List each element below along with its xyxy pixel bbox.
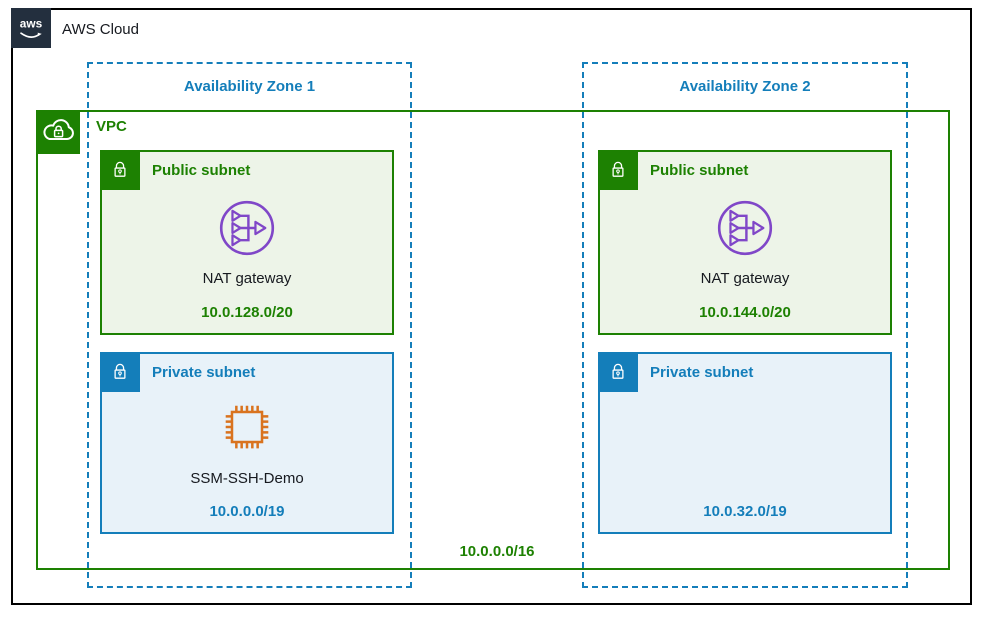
public-subnet-az2: Public subnet NAT gateway 10.0.144.0/20 xyxy=(598,150,892,335)
subnet-cidr: 10.0.0.0/19 xyxy=(209,503,285,520)
cloud-lock-icon xyxy=(43,119,74,140)
availability-zone-1: Availability Zone 1 xyxy=(87,62,412,588)
subnet-label: Public subnet xyxy=(152,162,251,179)
public-subnet-lock-icon xyxy=(100,150,140,190)
public-subnet-lock-icon xyxy=(598,150,638,190)
subnet-cidr: 10.0.144.0/20 xyxy=(699,304,791,321)
aws-logo-icon: aws xyxy=(20,17,43,38)
vpc-label: VPC xyxy=(96,118,127,135)
nat-gateway-az2: NAT gateway xyxy=(600,198,890,287)
nat-gateway-label: NAT gateway xyxy=(202,270,292,287)
subnet-label: Public subnet xyxy=(650,162,749,179)
svg-text:aws: aws xyxy=(20,17,43,31)
vpc-boundary xyxy=(36,110,950,570)
vpc-cidr: 10.0.0.0/16 xyxy=(459,543,535,560)
ec2-instance-label: SSM-SSH-Demo xyxy=(190,470,304,487)
public-subnet-az1: Public subnet NAT gateway 10.0.128.0/20 xyxy=(100,150,394,335)
nat-gateway-label: NAT gateway xyxy=(700,270,790,287)
ec2-instance: SSM-SSH-Demo xyxy=(102,396,392,487)
availability-zone-2: Availability Zone 2 xyxy=(582,62,908,588)
private-subnet-lock-icon xyxy=(598,352,638,392)
private-subnet-az1: Private subnet SSM-SSH-Demo 10.0.0.0/19 xyxy=(100,352,394,534)
private-subnet-lock-icon xyxy=(100,352,140,392)
private-subnet-az2: Private subnet 10.0.32.0/19 xyxy=(598,352,892,534)
aws-cloud-title: AWS Cloud xyxy=(62,21,139,38)
vpc-icon xyxy=(36,110,80,154)
nat-gateway-icon xyxy=(219,200,275,256)
subnet-cidr: 10.0.32.0/19 xyxy=(703,503,787,520)
aws-logo: aws xyxy=(11,8,51,48)
nat-gateway-icon xyxy=(717,200,773,256)
nat-gateway-az1: NAT gateway xyxy=(102,198,392,287)
availability-zone-2-label: Availability Zone 2 xyxy=(679,78,811,95)
subnet-label: Private subnet xyxy=(650,364,754,381)
ec2-instance-icon xyxy=(225,405,269,449)
availability-zone-1-label: Availability Zone 1 xyxy=(183,78,316,95)
aws-cloud-frame xyxy=(11,8,972,605)
subnet-cidr: 10.0.128.0/20 xyxy=(201,304,293,321)
subnet-label: Private subnet xyxy=(152,364,256,381)
